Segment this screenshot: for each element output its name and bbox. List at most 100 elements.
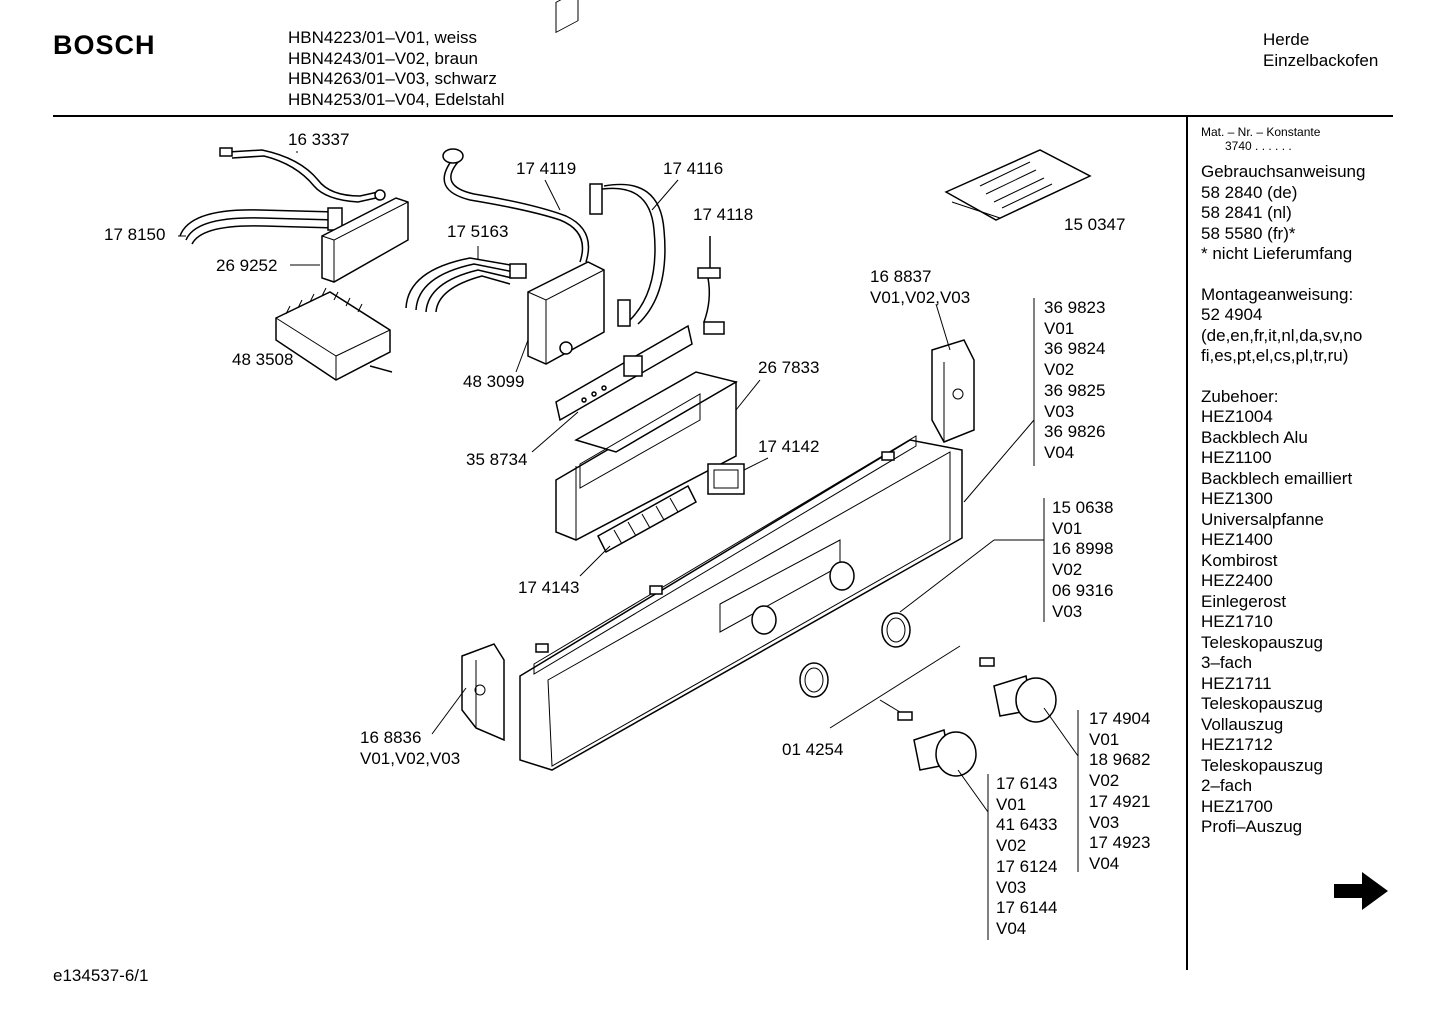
sidebar-line: Gebrauchsanweisung — [1201, 162, 1366, 181]
part-label: 17 8150 — [104, 225, 166, 244]
part-label-group: 15 0638 V01 16 8998 V02 06 9316 V03 — [1052, 498, 1113, 622]
model-line: HBN4223/01–V01, weiss — [288, 28, 478, 47]
sidebar-line: 58 2841 (nl) — [1201, 203, 1292, 222]
knob-drawing — [897, 657, 1057, 777]
sidebar-line: Teleskopauszug — [1201, 755, 1323, 775]
cable-harness-drawing — [219, 147, 386, 203]
sidebar-line: Universalpfanne — [1201, 509, 1324, 529]
display-board-drawing — [555, 324, 693, 422]
sidebar-line: Einlegerost — [1201, 591, 1287, 611]
model-line: HBN4243/01–V02, braun — [288, 48, 478, 68]
part-label: 17 4142 — [758, 437, 820, 456]
part-label: 48 3508 — [232, 350, 294, 369]
category-line: Einzelbackofen — [1263, 50, 1379, 70]
sidebar-line: Vollauszug — [1201, 714, 1284, 734]
keypad-drawing — [597, 484, 697, 554]
part-label: 16 3337 — [288, 130, 350, 149]
sidebar-line: Teleskopauszug — [1201, 632, 1323, 652]
terminal-block-drawing — [275, 287, 393, 381]
part-label: 17 4904 — [1089, 709, 1151, 728]
sidebar-line: HEZ1711 — [1201, 673, 1272, 693]
part-label: 18 9682 — [1089, 750, 1151, 770]
part-label: 16 8998 — [1052, 539, 1114, 559]
sidebar-line: HEZ1300 — [1201, 489, 1273, 508]
part-label: 36 9824 — [1044, 339, 1106, 359]
part-variant: V02 — [996, 836, 1027, 856]
circuit-board-drawing — [321, 197, 409, 283]
part-variant: V02 — [1052, 560, 1083, 580]
category-line: Herde — [1263, 30, 1310, 49]
document-code: e134537-6/1 — [53, 966, 149, 985]
control-module-drawing — [527, 0, 605, 365]
part-variant: V03 — [1052, 601, 1083, 621]
sidebar-line: Teleskopauszug — [1201, 694, 1323, 713]
part-variant: V04 — [1044, 442, 1075, 462]
part-label: 26 9252 — [216, 256, 278, 275]
part-label: 01 4254 — [782, 740, 844, 759]
model-line: HBN4253/01–V04, Edelstahl — [288, 89, 505, 109]
part-variant: V04 — [996, 918, 1027, 938]
ring-drawing — [799, 612, 911, 698]
part-label: 17 5163 — [447, 222, 509, 241]
part-label: 41 6433 — [996, 815, 1058, 835]
header-divider — [53, 115, 1393, 117]
sidebar-line: 2–fach — [1201, 776, 1253, 795]
flat-cable-drawing — [589, 183, 666, 327]
sidebar-line: HEZ1100 — [1201, 448, 1272, 467]
part-label-group: 36 9823 V01 36 9824 V02 36 9825 V03 36 9… — [1044, 298, 1105, 464]
sidebar-line: HEZ1710 — [1201, 612, 1273, 631]
part-label: 15 0638 — [1052, 498, 1114, 517]
part-label: 17 6124 — [996, 856, 1058, 876]
part-variant: V01 — [1044, 318, 1075, 338]
sidebar-line: 3–fach — [1201, 653, 1253, 672]
part-label: 17 4921 — [1089, 791, 1151, 811]
part-label: 35 8734 — [466, 450, 528, 469]
part-label: 17 6143 — [996, 774, 1058, 793]
part-variant: V01 — [1052, 518, 1083, 538]
bezel-frame-drawing — [555, 371, 738, 541]
arrow-right-icon[interactable] — [1332, 870, 1390, 912]
sidebar-line: 58 5580 (fr)* — [1201, 223, 1296, 243]
sidebar-line: Profi–Auszug — [1201, 817, 1303, 836]
part-variant: V03 — [1089, 812, 1120, 832]
part-label-group: 16 8836 V01,V02,V03 — [360, 728, 460, 769]
part-label: 17 4143 — [518, 578, 580, 597]
part-label: 06 9316 — [1052, 580, 1114, 600]
part-variant: V02 — [1089, 771, 1120, 791]
part-label-group: 17 4904 V01 18 9682 V02 17 4921 V03 17 4… — [1089, 709, 1150, 875]
sidebar-line: 52 4904 — [1201, 305, 1263, 324]
sidebar-line: HEZ1712 — [1201, 735, 1273, 754]
part-variant: V01 — [1089, 729, 1120, 749]
sidebar-line: Kombirost — [1201, 550, 1278, 570]
part-label: 26 7833 — [758, 358, 820, 377]
part-label: 17 4119 — [516, 159, 577, 178]
screw-bag-drawing — [944, 149, 1092, 221]
model-list: HBN4223/01–V01, weiss HBN4243/01–V02, br… — [288, 28, 504, 110]
part-label: 15 0347 — [1064, 215, 1126, 234]
spacer — [1201, 265, 1365, 285]
part-label: 48 3099 — [463, 372, 525, 391]
part-variant: V01,V02,V03 — [360, 748, 461, 768]
display-window-drawing — [707, 463, 745, 495]
sidebar-line: HEZ1400 — [1201, 530, 1273, 549]
part-label: 16 8837 — [870, 267, 932, 286]
part-variant: V02 — [1044, 360, 1075, 380]
part-label: 36 9823 — [1044, 298, 1106, 317]
part-label: 17 6144 — [996, 898, 1058, 918]
sidebar-line: HEZ2400 — [1201, 571, 1273, 590]
sidebar-line: 58 2840 (de) — [1201, 182, 1298, 202]
sidebar-line: fi,es,pt,el,cs,pl,tr,ru) — [1201, 346, 1349, 365]
spacer — [1201, 367, 1365, 387]
sidebar-line: (de,en,fr,it,nl,da,sv,no — [1201, 325, 1363, 345]
cable-drawing — [442, 148, 590, 263]
mat-nr-constant: 3740 . . . . . . — [1225, 139, 1292, 153]
part-label-group: 17 6143 V01 41 6433 V02 17 6124 V03 17 6… — [996, 774, 1057, 940]
control-panel-drawing — [519, 435, 963, 771]
part-variant: V03 — [996, 877, 1027, 897]
sidebar-line: * nicht Lieferumfang — [1201, 244, 1353, 263]
sidebar-line: HEZ1004 — [1201, 407, 1273, 426]
part-label: 17 4923 — [1089, 833, 1151, 853]
bracket-right-drawing — [931, 339, 975, 443]
part-label: 36 9825 — [1044, 380, 1106, 400]
